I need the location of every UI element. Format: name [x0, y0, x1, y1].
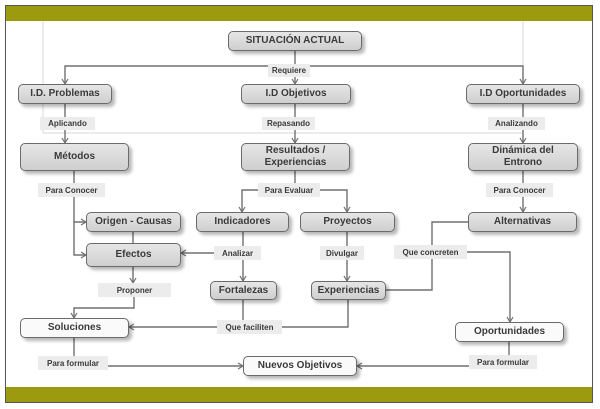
node-efectos: Efectos	[86, 243, 181, 267]
label-para-evaluar: Para Evaluar	[258, 183, 320, 197]
node-dinamica-entrono: Dinámica del Entrono	[468, 143, 578, 171]
label-divulgar: Divulgar	[320, 246, 364, 260]
label-para-conocer-left: Para Conocer	[38, 183, 105, 197]
node-id-problemas: I.D. Problemas	[18, 84, 112, 104]
link-concreten-oportunidades	[467, 251, 514, 324]
label-que-faciliten: Que faciliten	[217, 320, 282, 334]
link-to-id-problemas	[61, 65, 268, 86]
link-evaluar-proyectos	[320, 189, 351, 214]
node-soluciones: Soluciones	[20, 318, 129, 338]
node-indicadores: Indicadores	[196, 212, 289, 232]
node-fortalezas: Fortalezas	[210, 281, 277, 300]
link-to-id-oportunidades	[310, 65, 527, 86]
top-band	[6, 6, 592, 21]
label-que-concreten: Que concreten	[394, 245, 467, 259]
label-repasando: Repasando	[262, 117, 315, 130]
link-proponer-soluciones	[70, 297, 135, 320]
node-origen-causas: Origen - Causas	[86, 212, 181, 232]
link-conocer-efectos	[73, 222, 88, 259]
node-experiencias: Experiencias	[311, 281, 386, 300]
label-para-formular-right: Para formular	[469, 355, 537, 369]
label-para-conocer-right: Para Conocer	[486, 183, 553, 197]
node-situacion-actual: SITUACIÓN ACTUAL	[228, 31, 362, 51]
label-para-formular-left: Para formular	[38, 356, 108, 370]
node-metodos: Métodos	[20, 143, 129, 171]
node-id-oportunidades: I.D Oportunidades	[466, 84, 580, 104]
label-analizando: Analizando	[488, 117, 545, 130]
link-conocer-origen	[73, 197, 88, 226]
node-alternativas: Alternativas	[468, 212, 577, 232]
node-id-objetivos: I.D Objetivos	[241, 84, 351, 104]
label-proponer: Proponer	[98, 283, 171, 297]
node-resultados-experiencias: Resultados / Experiencias	[241, 143, 350, 171]
link-experiencias-faciliten	[282, 300, 349, 328]
label-requiere: Requiere	[268, 64, 310, 77]
label-aplicando: Aplicando	[40, 117, 95, 130]
label-analizar: Analizar	[214, 246, 261, 260]
node-nuevos-objetivos: Nuevos Objetivos	[243, 356, 357, 376]
node-oportunidades: Oportunidades	[455, 322, 564, 342]
link-evaluar-indicadores	[238, 189, 258, 214]
bottom-band	[6, 387, 592, 402]
node-proyectos: Proyectos	[300, 212, 395, 232]
